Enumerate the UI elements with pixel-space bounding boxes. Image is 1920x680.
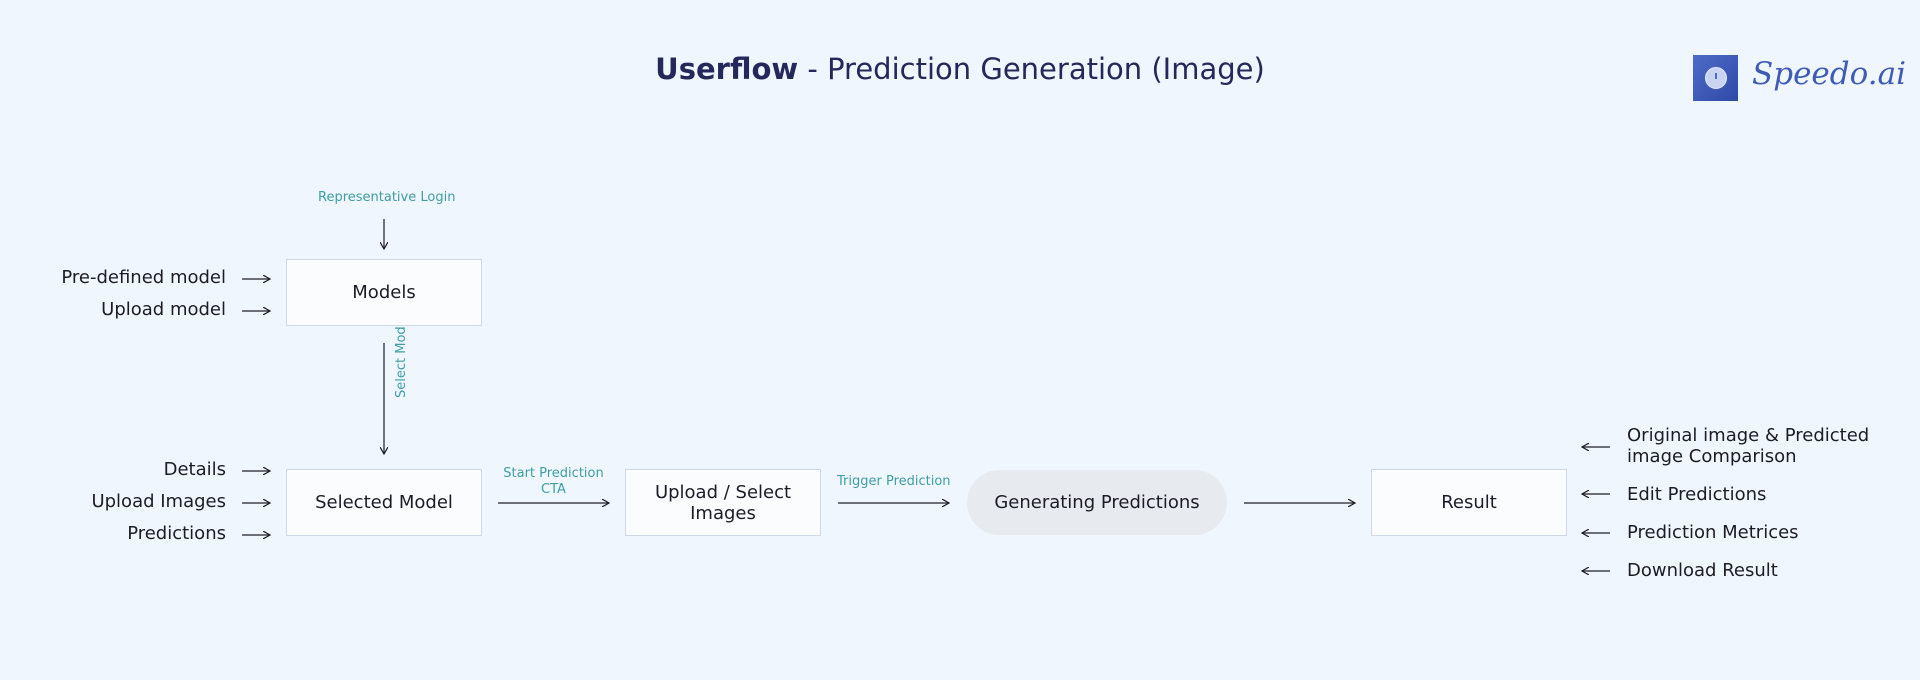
node-models[interactable]: Models (286, 259, 482, 326)
edge-label-start-prediction: Start Prediction CTA (503, 466, 604, 497)
edge-label-login: Representative Login (318, 190, 456, 205)
result-label-comparison: Original image & Predicted image Compari… (1627, 425, 1870, 467)
result-label-edit-predictions: Edit Predictions (1627, 484, 1767, 505)
node-result[interactable]: Result (1371, 469, 1567, 536)
node-generating-predictions[interactable]: Generating Predictions (967, 470, 1227, 535)
edge-label-select-model: Select Model (394, 314, 409, 398)
page-title: Userflow - Prediction Generation (Image) (0, 52, 1920, 86)
result-label-download-result: Download Result (1627, 560, 1778, 581)
edge-label-trigger-prediction: Trigger Prediction (837, 474, 951, 489)
title-bold: Userflow (655, 52, 799, 86)
stopwatch-icon (1693, 55, 1738, 101)
node-upload-select-images[interactable]: Upload / Select Images (625, 469, 821, 536)
node-generating-label: Generating Predictions (994, 492, 1200, 513)
brand-logo: Speedo.ai (1752, 56, 1906, 92)
node-upload-select-label: Upload / Select Images (654, 481, 792, 524)
node-selected-model[interactable]: Selected Model (286, 469, 482, 536)
node-result-label: Result (1441, 492, 1497, 513)
result-label-prediction-metrices: Prediction Metrices (1627, 522, 1799, 543)
node-models-label: Models (352, 282, 416, 303)
input-label-predictions: Predictions (127, 523, 226, 544)
title-rest: - Prediction Generation (Image) (798, 52, 1265, 86)
input-label-details: Details (163, 459, 226, 480)
input-label-predefined-model: Pre-defined model (61, 267, 226, 288)
node-selected-model-label: Selected Model (315, 492, 453, 513)
input-label-upload-images: Upload Images (91, 491, 226, 512)
input-label-upload-model: Upload model (101, 299, 226, 320)
